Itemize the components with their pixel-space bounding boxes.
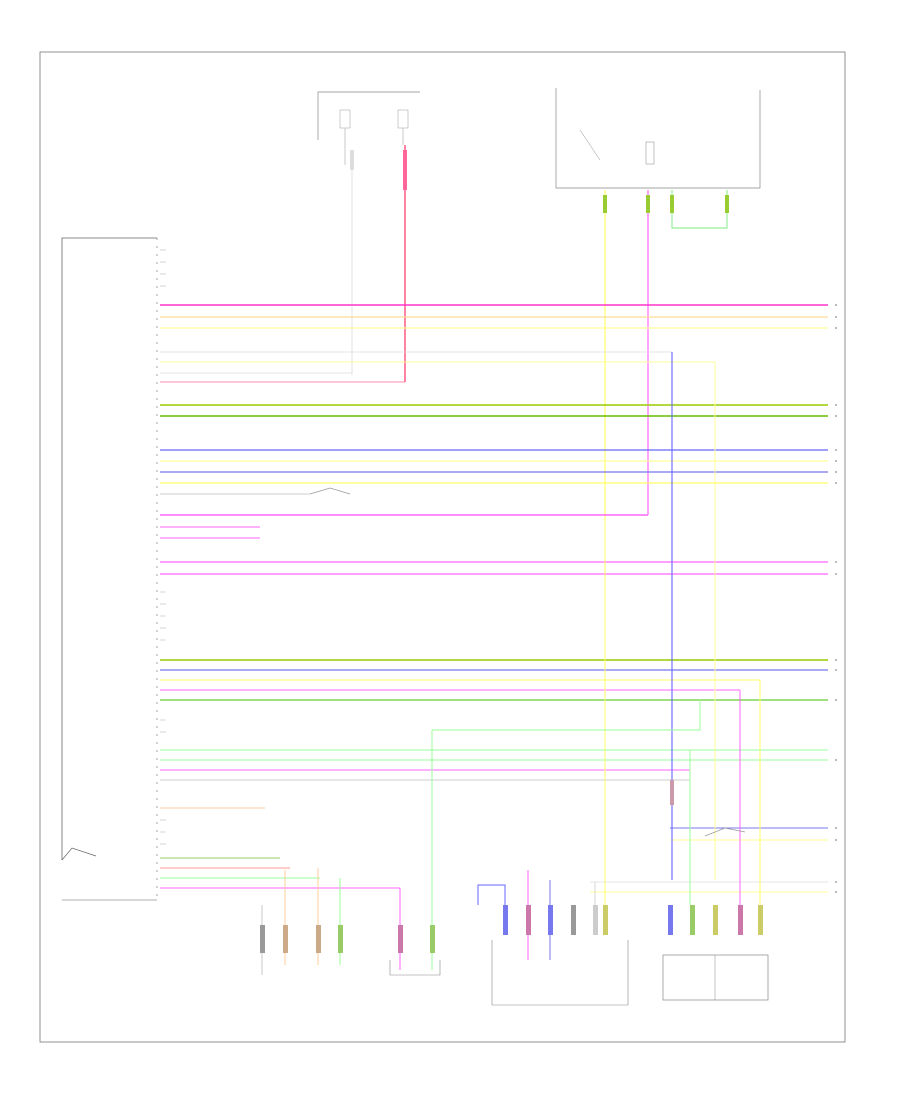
diagram-frame [39, 51, 846, 1043]
switch-symbols [61, 487, 746, 861]
fuse-box-top-right [555, 88, 761, 189]
main-module [61, 237, 158, 901]
bottom-components [389, 940, 769, 1006]
right-terminal-markers [835, 304, 837, 893]
top-left-drops [350, 145, 407, 382]
top-right-drops [603, 190, 729, 520]
fuse-box-top-left [317, 91, 420, 165]
right-module-box [662, 954, 769, 1001]
horizontal-wires [160, 304, 828, 893]
module-pin-ticks [160, 249, 166, 845]
connector-blocks [260, 780, 763, 953]
vertical-wires [261, 352, 761, 975]
